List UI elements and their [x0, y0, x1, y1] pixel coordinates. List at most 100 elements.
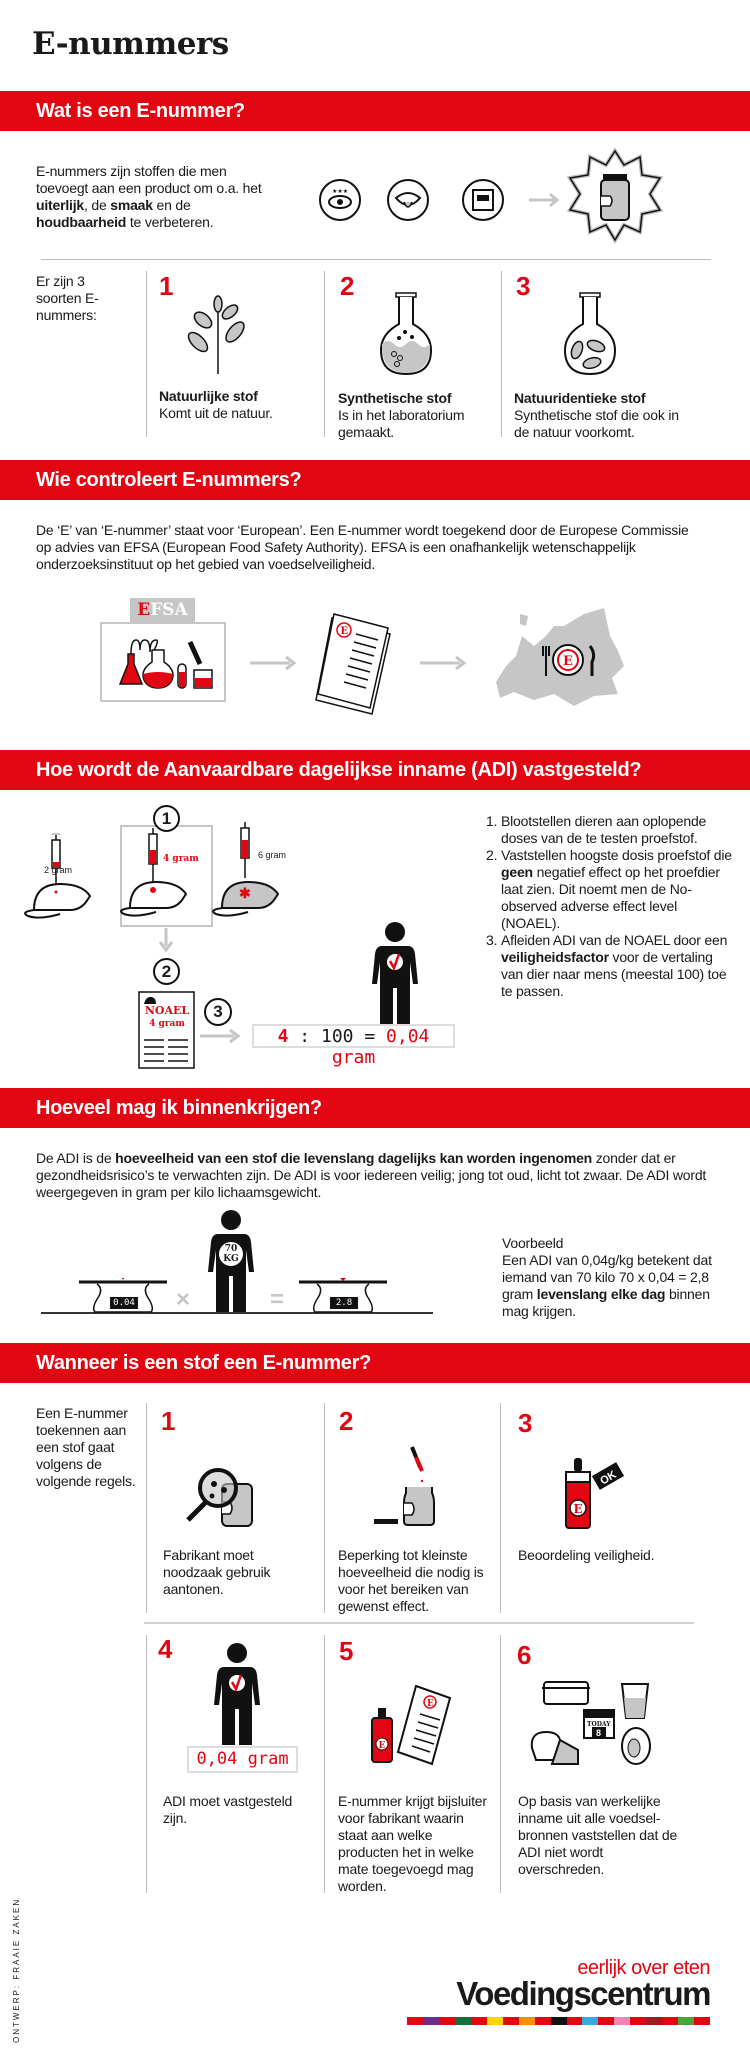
svg-text:E: E	[379, 1741, 386, 1751]
efsa-text: De ‘E’ van ‘E-nummer’ staat voor ‘Europe…	[36, 522, 689, 572]
type-number: 1	[159, 271, 174, 301]
step-circle: 2	[153, 958, 180, 985]
intro-text: E-nummers zijn stoffen die men toevoegt …	[36, 163, 262, 230]
scale-display: 2.8	[330, 1297, 358, 1309]
stripe-segment	[598, 2017, 615, 2025]
type-number: 3	[516, 271, 531, 301]
mouse-icon	[24, 882, 92, 919]
rule-number: 4	[158, 1634, 173, 1664]
preserved-jar-icon	[566, 148, 664, 244]
taste-mouth-icon	[387, 179, 429, 221]
mouse-icon	[120, 880, 188, 917]
dose-label: 2 gram	[44, 865, 73, 875]
rule-caption: ADI moet vastgesteld zijn.	[163, 1793, 293, 1826]
arrow-down-icon	[158, 928, 174, 953]
sick-mouse-icon: ✱	[212, 880, 280, 917]
rule-number: 1	[161, 1406, 176, 1436]
stripe-segment	[470, 2017, 487, 2025]
dose-label: 4 gram	[163, 854, 199, 864]
magnifier-jar-icon	[186, 1468, 253, 1527]
rule-number: 6	[517, 1640, 532, 1670]
rule-number: 2	[339, 1406, 354, 1436]
divider	[144, 1622, 694, 1624]
adi-text: De ADI is de hoeveelheid van een stof di…	[36, 1150, 707, 1200]
svg-text:★★★: ★★★	[332, 188, 348, 195]
documents-icon: E	[315, 613, 391, 715]
lab-equipment-icon	[100, 622, 226, 702]
equals-sign: =	[270, 1286, 285, 1313]
section-heading-how-much: Hoeveel mag ik binnenkrijgen?	[0, 1088, 750, 1128]
stripe-segment	[550, 2017, 567, 2025]
stripe-segment	[614, 2017, 631, 2025]
column-divider	[324, 271, 325, 437]
stripe-segment	[518, 2017, 535, 2025]
syringe-icon	[240, 822, 250, 878]
person-check-icon	[214, 1643, 260, 1745]
svg-text:✱: ✱	[239, 885, 251, 901]
section-heading-adi: Hoe wordt de Aanvaardbare dagelijkse inn…	[0, 750, 750, 790]
section-heading-when: Wanneer is een stof een E-nummer?	[0, 1343, 750, 1383]
europe-map-icon: E	[496, 608, 624, 706]
stripe-segment	[694, 2017, 711, 2025]
dose-label: 6 gram	[258, 850, 287, 860]
page-title: E-nummers	[32, 26, 229, 62]
rule-caption: Op basis van werkelijke inname uit alle …	[518, 1793, 678, 1877]
food-sources-icon: TODAY 8	[530, 1681, 651, 1765]
section-heading-what: Wat is een E-nummer?	[0, 91, 750, 131]
arrow-right-icon	[250, 655, 297, 671]
arrow-right-icon	[200, 1028, 241, 1044]
arrow-right-icon	[420, 655, 467, 671]
times-sign: ×	[176, 1286, 191, 1313]
svg-text:E: E	[574, 1502, 583, 1516]
svg-text:8: 8	[596, 1728, 601, 1738]
brand-logo: Voedingscentrum	[456, 1975, 711, 2012]
step-circle: 1	[153, 805, 180, 832]
rules-intro: Een E-nummer toekennen aan een stof gaat…	[36, 1405, 136, 1489]
types-label: Er zijn 3 soorten E-nummers:	[36, 273, 99, 323]
brand-color-stripe	[407, 2017, 711, 2025]
stripe-segment	[582, 2017, 599, 2025]
design-credit: ONTWERP: FRAAIE ZAKEN	[12, 1897, 21, 2043]
adi-calculation: 4 : 100 = 0,04 gram	[252, 1024, 455, 1068]
svg-text:E: E	[427, 1699, 434, 1709]
plant-icon	[187, 295, 245, 374]
step-circle: 3	[204, 998, 232, 1026]
list-item: Vaststellen hoogste dosis proefstof die …	[501, 847, 733, 932]
svg-text:E: E	[341, 626, 349, 637]
stripe-segment	[566, 2017, 583, 2025]
dropper-jar-icon	[374, 1446, 435, 1526]
calendar-icon	[462, 179, 504, 221]
arrow-right-icon	[529, 192, 560, 208]
stripe-segment	[678, 2017, 695, 2025]
type-number: 2	[340, 271, 355, 301]
column-divider	[500, 1403, 501, 1613]
property-icons: ★★★	[319, 179, 560, 221]
stripe-segment	[407, 2017, 423, 2025]
ground-line	[41, 1312, 433, 1314]
efsa-logo: EFSA	[130, 598, 195, 622]
person-check-icon	[372, 922, 418, 1024]
column-divider	[324, 1403, 325, 1613]
approved-bottle-icon: E OK	[565, 1458, 624, 1529]
stripe-segment	[630, 2017, 647, 2025]
stripe-segment	[422, 2017, 439, 2025]
stripe-segment	[662, 2017, 679, 2025]
flask-leaves-icon	[563, 292, 617, 376]
svg-text:TODAY: TODAY	[587, 1721, 611, 1728]
tagline: eerlijk over eten	[577, 1957, 710, 1979]
rule-caption: Beoordeling veiligheid.	[518, 1547, 655, 1563]
svg-text:E: E	[563, 654, 573, 669]
column-divider	[146, 1635, 147, 1893]
stripe-segment	[502, 2017, 519, 2025]
flask-synthetic-icon	[379, 292, 433, 376]
eye-icon: ★★★	[319, 179, 361, 221]
section-heading-who: Wie controleert E-nummers?	[0, 460, 750, 500]
column-divider	[500, 1635, 501, 1893]
column-divider	[146, 271, 147, 437]
